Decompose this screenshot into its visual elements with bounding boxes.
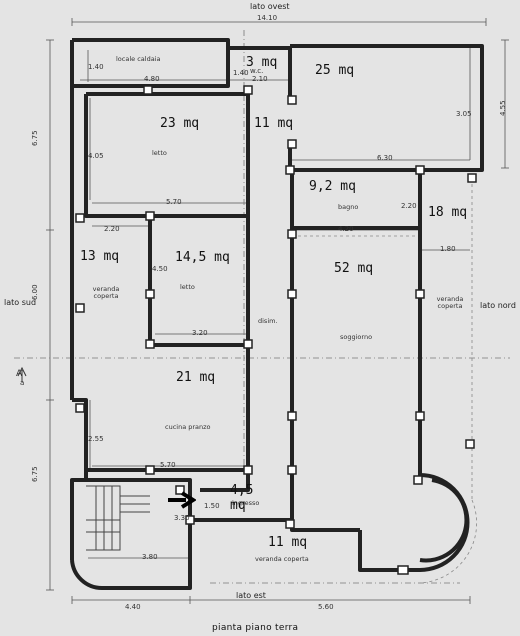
room-disimpegno: disim. (258, 317, 278, 325)
dim-wc: w.c. (250, 67, 264, 75)
plan-title: pianta piano terra (212, 623, 299, 633)
room-bedroom-1: letto (152, 149, 167, 157)
dim-450: 4.50 (152, 265, 168, 273)
room-bedroom-2: letto (180, 283, 195, 291)
area-18mq: 18 mq (428, 205, 468, 220)
dim-bottom-a: 4.40 (125, 603, 141, 611)
dim-305: 3.05 (456, 110, 472, 118)
dim-570a: 5.70 (166, 198, 182, 206)
entry-arrow-icon (168, 491, 196, 509)
area-4-5mq: 4,5 mq (230, 483, 254, 513)
area-11mq-disim: 11 mq (254, 116, 294, 131)
section-mark-sub: a (20, 379, 25, 387)
section-mark: A (16, 369, 23, 379)
dim-330: 3.30 (174, 514, 190, 522)
room-living: soggiorno (340, 333, 373, 341)
dim-255: 2.55 (88, 435, 104, 443)
area-23mq: 23 mq (160, 116, 200, 131)
dim-140a: 1.40 (88, 63, 104, 71)
area-3mq: 3 mq (246, 55, 278, 70)
area-25mq: 25 mq (315, 63, 355, 78)
dim-140b: 1.40 (233, 69, 249, 77)
area-13mq: 13 mq (80, 249, 120, 264)
area-52mq: 52 mq (334, 261, 374, 276)
side-label-west: lato ovest (250, 2, 290, 11)
dim-top-b: 2.10 (252, 75, 268, 83)
dim-left-c: 6.75 (31, 466, 39, 482)
dim-left-b: 6.00 (31, 284, 39, 300)
dim-220b: 2.20 (401, 202, 417, 210)
dim-150: 1.50 (204, 502, 220, 510)
area-9-2mq: 9,2 mq (309, 179, 356, 194)
area-14-5mq: 14,5 mq (175, 250, 230, 265)
room-bath: bagno (338, 203, 359, 211)
area-21mq: 21 mq (176, 370, 216, 385)
dim-405: 4.05 (88, 152, 104, 160)
dim-630: 6.30 (377, 154, 393, 162)
dim-180: 1.80 (440, 245, 456, 253)
dim-570b: 5.70 (160, 461, 176, 469)
dim-bottom-b: 5.60 (318, 603, 334, 611)
room-veranda-bottom: veranda coperta (255, 555, 309, 563)
side-label-north: lato nord (480, 301, 516, 310)
side-label-east: lato est (236, 591, 266, 600)
area-11mq-veranda: 11 mq (268, 535, 308, 550)
room-kitchen: cucina pranzo (165, 423, 211, 431)
room-veranda-left: veranda coperta (92, 285, 120, 300)
dim-420: 4.20 (338, 225, 354, 233)
side-label-south: lato sud (4, 298, 37, 307)
dim-380: 3.80 (142, 553, 158, 561)
room-ingresso: ingresso (232, 499, 260, 507)
dim-320: 3.20 (192, 329, 208, 337)
dim-left-a: 6.75 (31, 130, 39, 146)
dim-top-total: 14.10 (257, 14, 278, 22)
room-veranda-right: veranda coperta (436, 295, 464, 310)
room-boiler: locale caldaia (116, 55, 161, 63)
dim-220a: 2.20 (104, 225, 120, 233)
dim-top-a: 4.80 (144, 75, 160, 83)
dim-right-a: 4.55 (499, 100, 507, 116)
